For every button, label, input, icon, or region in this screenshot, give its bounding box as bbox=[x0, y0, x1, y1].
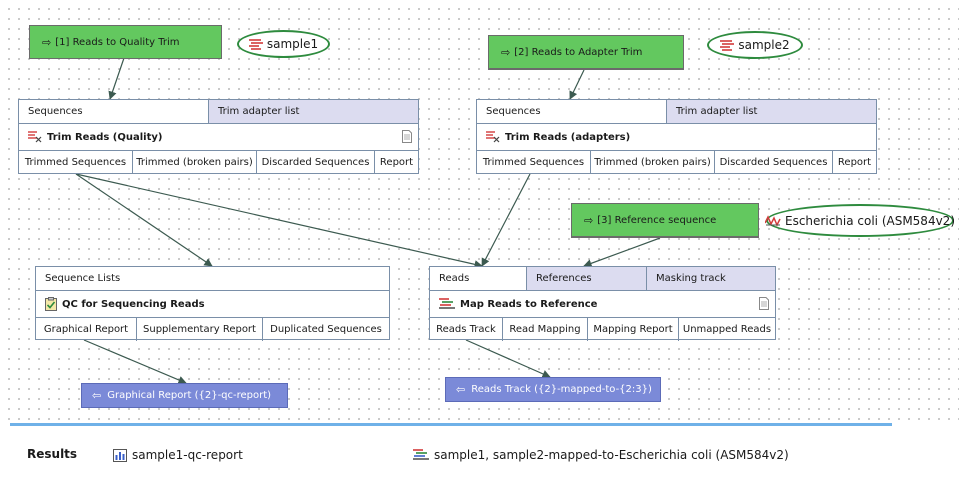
port-trimmed-sequences[interactable]: Trimmed Sequences bbox=[482, 157, 585, 168]
trim-reads-icon bbox=[28, 131, 42, 143]
sequence-list-icon bbox=[720, 39, 735, 51]
tool-qc-for-sequencing-reads[interactable]: Sequence Lists QC for Sequencing Reads G… bbox=[35, 266, 390, 341]
workflow-canvas[interactable]: ⇨ [1] Reads to Quality Trim sample1 ⇨ [2… bbox=[0, 0, 959, 422]
port-trimmed-broken-pairs[interactable]: Trimmed (broken pairs) bbox=[590, 151, 714, 174]
results-panel: Results sample1-qc-report sample1, sampl… bbox=[0, 426, 959, 487]
tool-title-text: QC for Sequencing Reads bbox=[62, 298, 205, 310]
result-item-qc-report[interactable]: sample1-qc-report bbox=[113, 448, 243, 462]
input-label: [3] Reference sequence bbox=[597, 214, 717, 226]
output-arrow-icon: ⇦ bbox=[92, 389, 102, 402]
tool-title-text: Map Reads to Reference bbox=[460, 298, 598, 310]
port-references[interactable]: References bbox=[526, 267, 646, 290]
port-report[interactable]: Report bbox=[374, 151, 418, 174]
port-reads[interactable]: Reads bbox=[439, 273, 470, 284]
output-label: Graphical Report ({2}-qc-report) bbox=[107, 390, 272, 401]
port-sequences[interactable]: Sequences bbox=[486, 106, 541, 117]
input-arrow-icon: ⇨ bbox=[42, 35, 52, 49]
sample1-oval[interactable]: sample1 bbox=[237, 30, 330, 58]
output-ports: Reads Track Read Mapping Mapping Report … bbox=[430, 318, 775, 341]
tool-title: Map Reads to Reference bbox=[430, 291, 775, 318]
port-trimmed-broken-pairs[interactable]: Trimmed (broken pairs) bbox=[132, 151, 256, 174]
tool-map-reads-to-reference[interactable]: Reads References Masking track Map Reads… bbox=[429, 266, 776, 341]
result-item-label: sample1-qc-report bbox=[132, 448, 243, 462]
wire-qc-to-graphical-report bbox=[83, 339, 187, 384]
document-icon[interactable] bbox=[759, 297, 769, 313]
port-discarded-sequences[interactable]: Discarded Sequences bbox=[714, 151, 832, 174]
result-item-label: sample1, sample2-mapped-to-Escherichia c… bbox=[434, 448, 789, 462]
port-discarded-sequences[interactable]: Discarded Sequences bbox=[256, 151, 374, 174]
port-read-mapping[interactable]: Read Mapping bbox=[502, 318, 587, 341]
port-trim-adapter-list[interactable]: Trim adapter list bbox=[208, 100, 418, 123]
tool-title-text: Trim Reads (Quality) bbox=[47, 131, 163, 143]
result-item-mapping[interactable]: sample1, sample2-mapped-to-Escherichia c… bbox=[413, 448, 789, 462]
output-graphical-report[interactable]: ⇦ Graphical Report ({2}-qc-report) bbox=[81, 383, 288, 408]
output-reads-track[interactable]: ⇦ Reads Track ({2}-mapped-to-{2:3}) bbox=[445, 377, 661, 402]
reads-track-icon bbox=[413, 449, 429, 461]
qc-clipboard-icon bbox=[45, 297, 57, 311]
input-header: ⇨ [1] Reads to Quality Trim bbox=[30, 26, 221, 59]
trim-reads-icon bbox=[486, 131, 500, 143]
wire-trim-quality-to-qc bbox=[75, 173, 213, 267]
output-arrow-icon: ⇦ bbox=[456, 383, 466, 396]
reference-oval[interactable]: Escherichia coli (ASM584v2) bbox=[765, 204, 955, 237]
wire-map-to-reads-track bbox=[465, 339, 551, 378]
input-ports: Sequences Trim adapter list bbox=[19, 100, 418, 124]
tool-title-text: Trim Reads (adapters) bbox=[505, 131, 631, 143]
port-reads-track[interactable]: Reads Track bbox=[436, 324, 496, 335]
input-reference-sequence[interactable]: ⇨ [3] Reference sequence bbox=[571, 203, 759, 238]
wire-trim-adapters-to-map bbox=[481, 173, 531, 267]
input-arrow-icon: ⇨ bbox=[584, 213, 594, 227]
port-trimmed-sequences[interactable]: Trimmed Sequences bbox=[24, 157, 127, 168]
sequence-list-icon bbox=[248, 38, 263, 50]
port-report[interactable]: Report bbox=[832, 151, 876, 174]
wire-trim-quality-to-map bbox=[75, 173, 483, 269]
input-reads-to-quality-trim[interactable]: ⇨ [1] Reads to Quality Trim bbox=[29, 25, 222, 59]
tool-trim-reads-adapters[interactable]: Sequences Trim adapter list Trim Reads (… bbox=[476, 99, 877, 174]
port-trim-adapter-list[interactable]: Trim adapter list bbox=[666, 100, 876, 123]
output-label: Reads Track ({2}-mapped-to-{2:3}) bbox=[471, 384, 652, 395]
sample1-label: sample1 bbox=[266, 37, 319, 51]
output-ports: Trimmed Sequences Trimmed (broken pairs)… bbox=[19, 151, 418, 174]
results-label: Results bbox=[27, 447, 78, 461]
input-header: ⇨ [2] Reads to Adapter Trim bbox=[489, 36, 683, 69]
tool-title: QC for Sequencing Reads bbox=[36, 291, 389, 318]
input-ports: Sequence Lists bbox=[36, 267, 389, 291]
input-ports: Reads References Masking track bbox=[430, 267, 775, 291]
port-mapping-report[interactable]: Mapping Report bbox=[587, 318, 678, 341]
wire-input1-to-trim-quality bbox=[108, 57, 125, 100]
results-divider bbox=[10, 423, 892, 426]
port-sequences[interactable]: Sequences bbox=[28, 106, 83, 117]
tool-trim-reads-quality[interactable]: Sequences Trim adapter list Trim Reads (… bbox=[18, 99, 419, 174]
input-reads-to-adapter-trim[interactable]: ⇨ [2] Reads to Adapter Trim bbox=[488, 35, 684, 70]
sample2-label: sample2 bbox=[738, 38, 790, 52]
port-graphical-report[interactable]: Graphical Report bbox=[43, 324, 129, 335]
port-supplementary-report[interactable]: Supplementary Report bbox=[136, 318, 262, 341]
input-label: [2] Reads to Adapter Trim bbox=[514, 46, 643, 58]
reference-label: Escherichia coli (ASM584v2) bbox=[785, 213, 955, 228]
tool-title: Trim Reads (Quality) bbox=[19, 124, 418, 151]
wire-input2-to-trim-adapters bbox=[569, 69, 585, 100]
input-ports: Sequences Trim adapter list bbox=[477, 100, 876, 124]
reference-sequence-icon bbox=[765, 214, 781, 227]
port-unmapped-reads[interactable]: Unmapped Reads bbox=[678, 318, 775, 341]
input-arrow-icon: ⇨ bbox=[501, 45, 511, 59]
wire-reference-to-map bbox=[583, 237, 661, 268]
sample2-oval[interactable]: sample2 bbox=[707, 31, 803, 59]
output-ports: Graphical Report Supplementary Report Du… bbox=[36, 318, 389, 341]
input-header: ⇨ [3] Reference sequence bbox=[572, 204, 758, 237]
document-icon[interactable] bbox=[402, 130, 412, 146]
port-sequence-lists[interactable]: Sequence Lists bbox=[45, 273, 121, 284]
map-reads-icon bbox=[439, 298, 455, 310]
port-masking-track[interactable]: Masking track bbox=[646, 267, 775, 290]
output-ports: Trimmed Sequences Trimmed (broken pairs)… bbox=[477, 151, 876, 174]
report-icon bbox=[113, 448, 127, 462]
port-duplicated-sequences[interactable]: Duplicated Sequences bbox=[262, 318, 389, 341]
tool-title: Trim Reads (adapters) bbox=[477, 124, 876, 151]
input-label: [1] Reads to Quality Trim bbox=[55, 36, 180, 48]
